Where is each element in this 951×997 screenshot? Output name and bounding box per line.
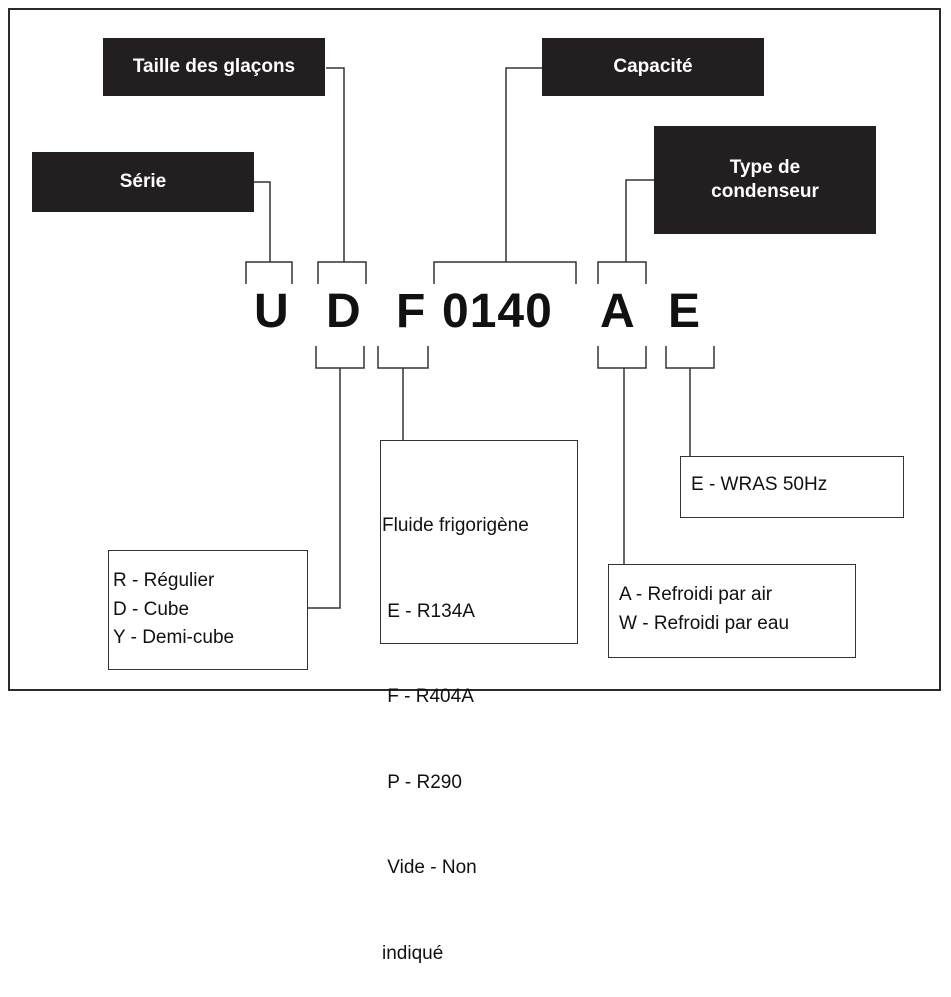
legend-refrigerant-line: E - R134A: [382, 600, 475, 622]
code-letter-version: E: [668, 285, 702, 338]
legend-refrigerant-line: Vide - Non: [382, 857, 477, 878]
legend-condenser: A - Refroidi par air W - Refroidi par ea…: [608, 564, 856, 658]
label-capacite: Capacité: [542, 38, 764, 96]
connector-condenseur: [625, 179, 654, 262]
legend-ice-size: R - Régulier D - Cube Y - Demi-cube: [108, 550, 308, 670]
connector-serie: [254, 181, 271, 262]
diagram-frame: [8, 8, 941, 691]
legend-refrigerant-line: F - R404A: [382, 686, 474, 707]
code-letter-series: U: [254, 285, 290, 338]
bracket-capacity: [433, 261, 577, 284]
bracket-series: [245, 261, 293, 284]
bracket-ice-size: [317, 261, 367, 284]
bracket-condenser-top: [597, 261, 647, 284]
legend-condenser-line: A - Refroidi par air: [619, 584, 773, 605]
legend-refrigerant-line: indiqué: [382, 942, 444, 964]
code-letter-condenser: A: [600, 285, 636, 338]
bracket-refrigerant: [377, 346, 429, 369]
legend-ice-size-line: R - Régulier: [113, 570, 215, 591]
legend-refrigerant-line: P - R290: [382, 771, 462, 793]
code-letter-refrigerant: F: [396, 285, 427, 338]
legend-ice-size-line: Y - Demi-cube: [113, 627, 235, 648]
legend-refrigerant-line: Fluide frigorigène: [382, 515, 529, 536]
code-letter-ice-size: D: [326, 285, 362, 338]
label-taille-des-glacons: Taille des glaçons: [103, 38, 325, 96]
connector-lines: [245, 67, 715, 609]
legend-version-line: E - WRAS 50Hz: [691, 474, 828, 495]
legend-ice-size-line: D - Cube: [113, 598, 190, 620]
bracket-condenser-bottom: [597, 346, 647, 369]
bracket-ice-size-bottom: [315, 346, 365, 369]
label-type-de-condenseur: Type de condenseur: [654, 126, 876, 234]
code-capacity: 0140: [442, 285, 553, 338]
connector-ice-size-legend: [308, 368, 341, 609]
legend-condenser-line: W - Refroidi par eau: [619, 612, 790, 634]
legend-refrigerant: Fluide frigorigène E - R134A F - R404A P…: [380, 440, 578, 964]
connector-capacite: [505, 67, 542, 262]
connector-taille: [326, 67, 345, 262]
bracket-version: [665, 346, 715, 369]
label-serie: Série: [32, 152, 254, 212]
legend-version: E - WRAS 50Hz: [680, 456, 904, 518]
